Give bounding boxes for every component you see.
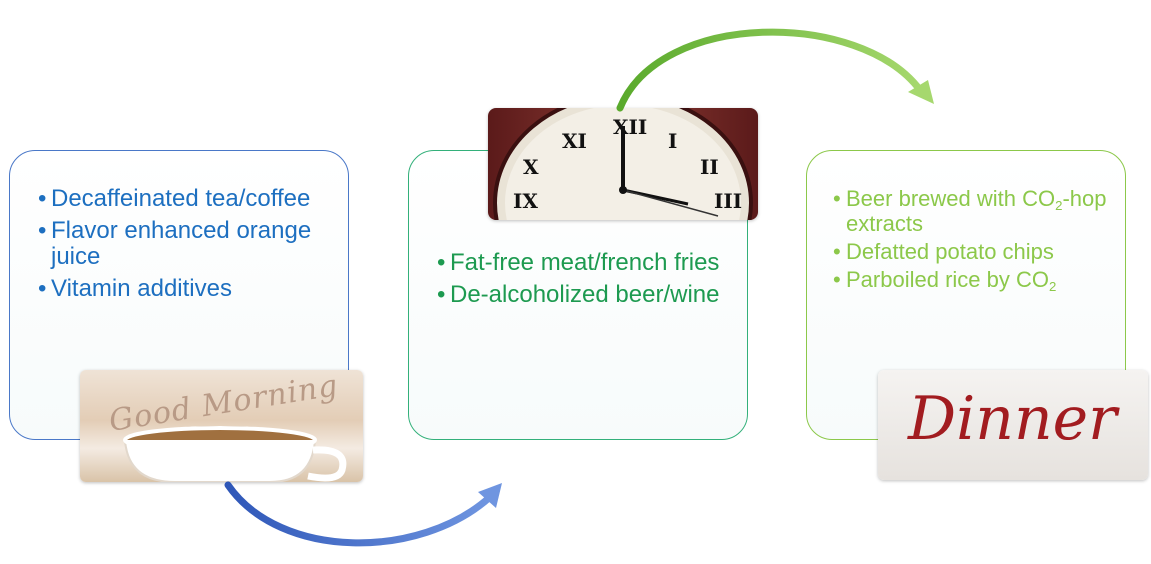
breakfast-item: Decaffeinated tea/coffee bbox=[38, 186, 338, 213]
breakfast-list: Decaffeinated tea/coffee Flavor enhanced… bbox=[38, 186, 338, 308]
dinner-list: Beer brewed with CO2-hop extracts Defatt… bbox=[833, 186, 1123, 295]
arrow-lunch-to-dinner bbox=[616, 28, 934, 112]
dinner-label: Dinner bbox=[908, 384, 1117, 454]
svg-text:X: X bbox=[523, 155, 539, 179]
svg-text:IX: IX bbox=[513, 189, 538, 213]
lunch-list: Fat-free meat/french fries De-alcoholize… bbox=[437, 250, 737, 314]
breakfast-item: Flavor enhanced orange juice bbox=[38, 218, 338, 270]
lunch-item: De-alcoholized beer/wine bbox=[437, 282, 737, 309]
clock-image: XII I II III XI X IX bbox=[488, 108, 758, 220]
dinner-item: Beer brewed with CO2-hop extracts bbox=[833, 186, 1123, 236]
dinner-item: Defatted potato chips bbox=[833, 239, 1123, 264]
svg-text:XI: XI bbox=[562, 129, 587, 153]
coffee-cup-icon bbox=[123, 426, 347, 482]
svg-text:XII: XII bbox=[613, 115, 647, 139]
dinner-image: Dinner bbox=[878, 370, 1148, 480]
good-morning-image: Good Morning bbox=[80, 370, 363, 482]
svg-text:I: I bbox=[668, 129, 677, 153]
svg-text:II: II bbox=[700, 155, 719, 179]
arrow-breakfast-to-lunch bbox=[224, 481, 502, 547]
breakfast-item: Vitamin additives bbox=[38, 276, 338, 303]
dinner-item: Parboiled rice by CO2 bbox=[833, 267, 1123, 293]
clock-icon: XII I II III XI X IX bbox=[493, 108, 753, 220]
svg-text:III: III bbox=[714, 189, 742, 213]
lunch-item: Fat-free meat/french fries bbox=[437, 250, 737, 277]
